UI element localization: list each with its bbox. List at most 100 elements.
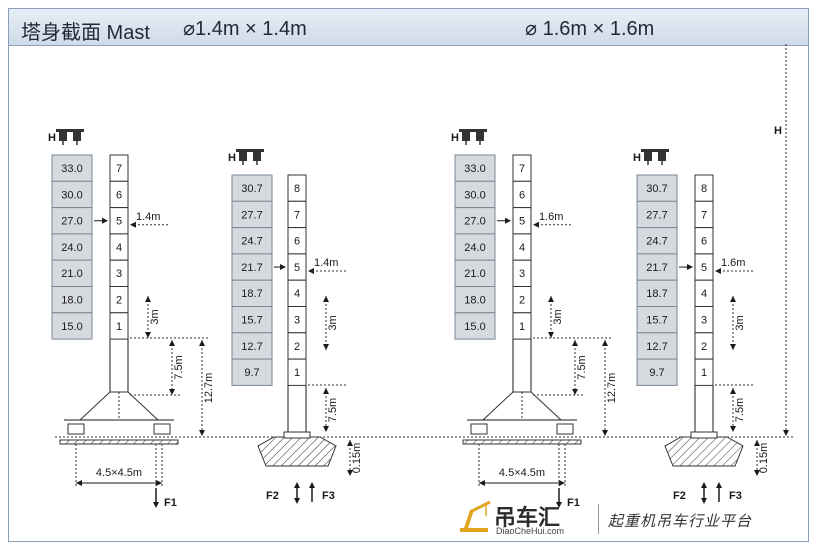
base-width-label: 4.5×4.5m <box>499 467 545 479</box>
arrow-head <box>323 344 329 350</box>
overall-height-label: H <box>774 125 782 137</box>
mast-section-number: 4 <box>116 242 122 254</box>
arrow-head <box>730 388 736 394</box>
height-h-label-b: H <box>228 152 236 164</box>
dim-12.7m: 12.7m <box>606 373 618 404</box>
height-cell <box>454 207 496 235</box>
height-value: 24.0 <box>61 242 82 254</box>
arrow-head <box>701 498 707 504</box>
mast-section <box>109 312 129 340</box>
mast-section <box>512 312 532 340</box>
crane-icon-jib <box>56 129 84 132</box>
height-value: 15.7 <box>646 315 667 327</box>
arrow-head <box>323 388 329 394</box>
dim-12.7m: 12.7m <box>203 373 215 404</box>
foundation-block <box>257 436 337 467</box>
height-value: 21.7 <box>646 262 667 274</box>
base-width-label: 4.5×4.5m <box>96 467 142 479</box>
tower-crane-icon <box>236 149 264 165</box>
crane-icon-block-right <box>253 152 261 161</box>
arrow-head <box>347 470 353 476</box>
base-pad-right <box>153 423 171 435</box>
dim-3m: 3m <box>734 315 746 330</box>
height-cell <box>51 154 93 182</box>
mast-section-number: 1 <box>116 321 122 333</box>
arrow-head <box>602 340 608 346</box>
arrow-head <box>716 482 722 488</box>
height-cell <box>51 233 93 261</box>
anchor-plate <box>690 431 718 439</box>
mast-section-number: 6 <box>116 189 122 201</box>
height-cell <box>454 312 496 340</box>
mast-width-label: 1.6m <box>721 257 745 269</box>
mast-section-number: 7 <box>701 209 707 221</box>
arrow-head <box>323 426 329 432</box>
arrow-head <box>602 430 608 436</box>
watermark-url: DiaoCheHui.com <box>496 526 565 536</box>
mast-section-title: 塔身截面 Mast <box>21 22 150 44</box>
crane-icon-block-right <box>73 132 81 141</box>
height-cell <box>231 279 273 308</box>
arrow-head <box>169 340 175 346</box>
height-value: 24.0 <box>464 242 485 254</box>
mast-section-number: 7 <box>116 163 122 175</box>
arrow-head <box>76 480 82 486</box>
height-cell <box>231 200 273 229</box>
arrow-head <box>308 268 314 275</box>
dim-0.15m: 0.15m <box>758 443 770 474</box>
arrow-head <box>199 430 205 436</box>
arrow-head <box>556 502 562 508</box>
arrow-head <box>572 389 578 395</box>
height-value: 27.7 <box>646 209 667 221</box>
base-pad-right <box>556 423 574 435</box>
height-value: 27.7 <box>241 209 262 221</box>
height-value: 21.7 <box>241 262 262 274</box>
height-cell <box>51 286 93 314</box>
crane-icon-jib <box>236 149 264 152</box>
height-value: 15.0 <box>464 321 485 333</box>
dim-3m: 3m <box>552 309 564 324</box>
height-value: 12.7 <box>646 341 667 353</box>
arrow-head <box>145 296 151 302</box>
arrow-head <box>479 480 485 486</box>
height-value: 30.0 <box>61 189 82 201</box>
height-h-label-a: H <box>48 132 56 144</box>
height-value: 15.7 <box>241 315 262 327</box>
mast-section-number: 2 <box>701 341 707 353</box>
height-value: 18.0 <box>464 295 485 307</box>
tower-crane-icon <box>641 149 669 165</box>
base-pad-left <box>67 423 85 435</box>
arrow-head <box>156 480 162 486</box>
arrow-head <box>323 296 329 302</box>
height-cell <box>454 233 496 261</box>
mast-section-number: 2 <box>294 341 300 353</box>
height-cell <box>51 259 93 288</box>
base-pad-left <box>470 423 488 435</box>
foundation-block <box>664 436 744 467</box>
arrow-head <box>153 502 159 508</box>
mast-section-number: 4 <box>294 288 300 300</box>
mast-section-number: 3 <box>116 268 122 280</box>
mast-width-label: 1.6m <box>539 211 563 223</box>
mast-section-number: 7 <box>519 163 525 175</box>
height-value: 18.7 <box>241 288 262 300</box>
height-cell <box>636 253 678 281</box>
dim-0.15m: 0.15m <box>351 443 363 474</box>
mast-section <box>287 358 307 386</box>
mast-section-number: 5 <box>701 262 707 274</box>
watermark-separator <box>598 504 599 534</box>
mast-section-number: 7 <box>294 209 300 221</box>
arrow-head <box>730 426 736 432</box>
mast-section-number: 6 <box>519 189 525 201</box>
mast-section-number: 6 <box>701 236 707 248</box>
crane-icon-block-left <box>462 132 470 141</box>
watermark-slogan: 起重机吊车行业平台 <box>608 513 753 530</box>
height-cell <box>636 174 678 202</box>
height-cell <box>636 200 678 229</box>
arrow-head <box>730 296 736 302</box>
arrow-head <box>294 498 300 504</box>
arrow-head <box>754 470 760 476</box>
watermark-logo-icon <box>460 500 491 532</box>
dim-7.5m: 7.5m <box>327 398 339 422</box>
